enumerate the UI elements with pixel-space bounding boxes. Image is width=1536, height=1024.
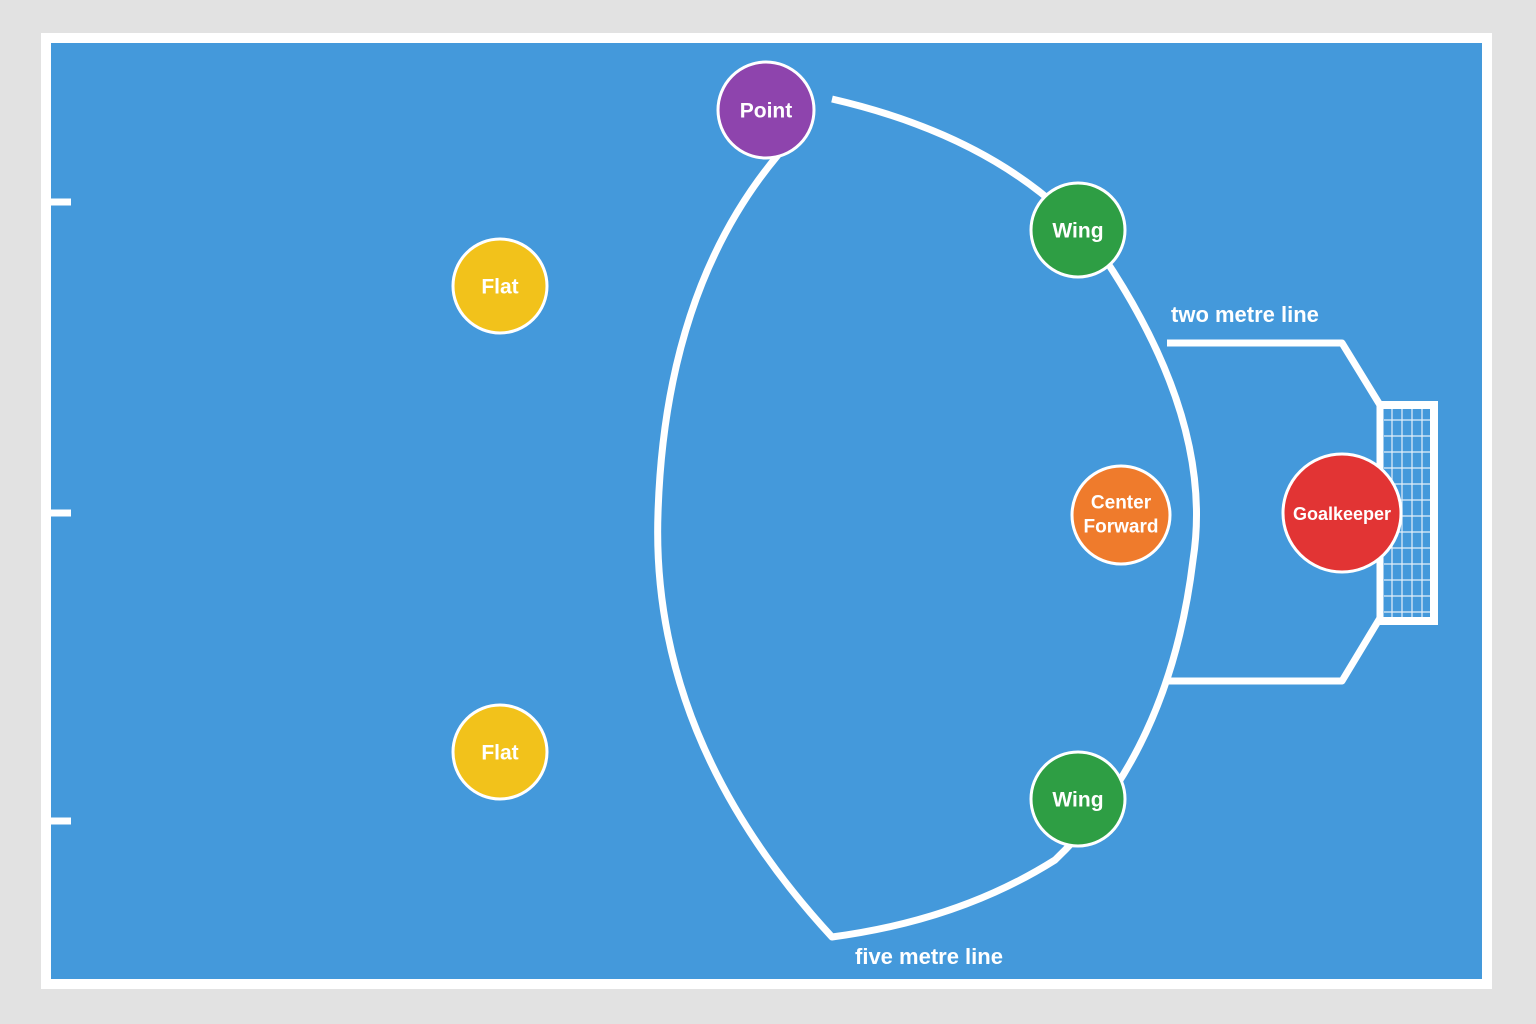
player-flat-top: Flat bbox=[451, 237, 549, 335]
player-label: Flat bbox=[481, 742, 518, 765]
goal-net bbox=[1384, 408, 1430, 618]
player-marker bbox=[716, 60, 816, 160]
player-label: Goalkeeper bbox=[1293, 504, 1391, 524]
player-flat-bottom: Flat bbox=[451, 703, 549, 801]
player-wing-bottom: Wing bbox=[1029, 750, 1127, 848]
pool-surface bbox=[51, 43, 1482, 979]
player-marker bbox=[1029, 181, 1127, 279]
goal bbox=[1380, 401, 1438, 625]
player-marker bbox=[1070, 464, 1172, 566]
player-label-line-2: Forward bbox=[1084, 517, 1159, 538]
player-marker bbox=[451, 237, 549, 335]
two-metre-line-label: two metre line bbox=[1171, 302, 1319, 327]
player-label: Point bbox=[740, 100, 793, 123]
player-center-forward: Center Forward bbox=[1070, 464, 1172, 566]
player-label: Flat bbox=[481, 276, 518, 299]
player-label-line-1: Center bbox=[1091, 493, 1152, 514]
goal-frame bbox=[1380, 401, 1438, 625]
player-label: Wing bbox=[1052, 789, 1103, 812]
player-label: Wing bbox=[1052, 220, 1103, 243]
player-point: Point bbox=[716, 60, 816, 160]
player-marker bbox=[451, 703, 549, 801]
player-marker bbox=[1281, 452, 1403, 574]
five-metre-line-label: five metre line bbox=[855, 944, 1003, 969]
player-wing-top: Wing bbox=[1029, 181, 1127, 279]
left-edge-markers bbox=[48, 198, 71, 825]
player-marker bbox=[1029, 750, 1127, 848]
player-goalkeeper: Goalkeeper bbox=[1281, 452, 1403, 574]
